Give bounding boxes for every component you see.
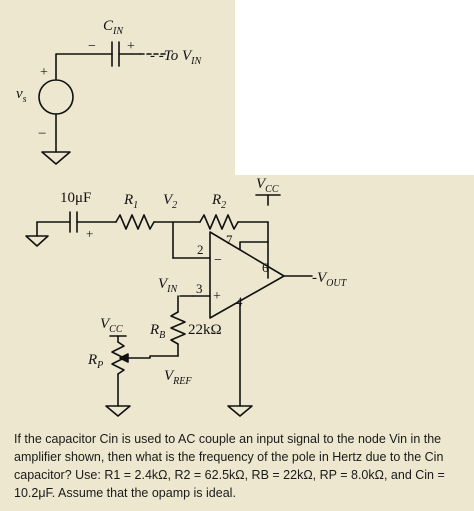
vcc-top-label: VCC [256, 176, 279, 195]
rp-label: RP [87, 352, 103, 371]
to-vin-label: - -To VIN [150, 48, 202, 67]
question-text: If the capacitor Cin is used to AC coupl… [14, 432, 445, 500]
cap-10uf-label: 10μF [60, 190, 91, 206]
r1-label: R1 [123, 192, 138, 211]
cap-10uf-plus: + [86, 226, 93, 241]
rb-label: RB [149, 322, 165, 341]
ground-icon [227, 405, 253, 417]
top-circuit-panel [0, 0, 235, 175]
ground-icon [25, 235, 49, 247]
vs-label: vs [16, 86, 27, 105]
pin-2: 2 [197, 242, 204, 257]
pin-6: 6 [262, 260, 269, 275]
opamp-minus: − [214, 253, 222, 268]
voltage-source-symbol [38, 79, 74, 115]
vref-label: VREF [164, 368, 192, 387]
cin-minus: − [88, 39, 96, 54]
vin-label: VIN [158, 276, 179, 295]
pin-7: 7 [226, 232, 233, 247]
bottom-panel [0, 175, 474, 511]
vout-label: -VOUT [312, 270, 348, 289]
input-source-circuit [38, 41, 169, 165]
amplifier-circuit [25, 194, 313, 417]
rb-value-label: 22kΩ [188, 322, 222, 338]
rb-resistor [170, 311, 186, 345]
vs-minus: − [38, 126, 46, 142]
opamp-plus: + [213, 289, 221, 304]
r2-label: R2 [211, 192, 226, 211]
ground-icon [105, 405, 131, 417]
vcc-left-label: VCC [100, 316, 123, 335]
v2-label: V2 [163, 192, 177, 211]
r1-resistor [115, 214, 155, 230]
vs-plus: + [40, 65, 48, 80]
circuit-diagram: CIN − + - -To VIN + vs − 10μF + R1 V2 R2… [16, 18, 348, 417]
pin-3: 3 [196, 281, 203, 296]
ground-icon [41, 151, 71, 165]
cin-plus: + [127, 39, 135, 54]
pin-4: 4 [236, 294, 243, 309]
cin-label: CIN [103, 18, 124, 37]
opamp-symbol [209, 231, 285, 319]
r2-resistor [199, 214, 239, 230]
